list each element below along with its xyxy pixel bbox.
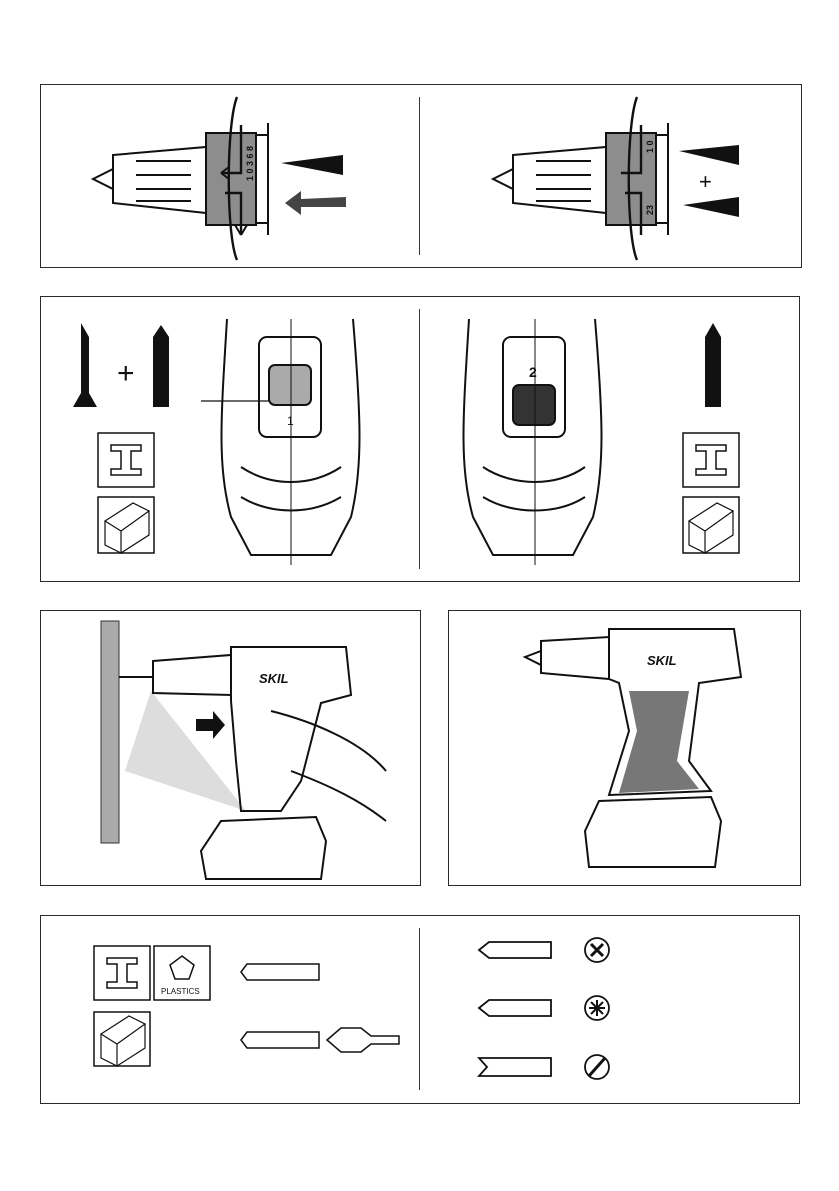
wall-icon [101,621,119,843]
chuck-left-scale: 1 0 3 6 8 [245,146,255,181]
wood-material-icon-right [683,497,739,553]
light-beam [125,691,246,811]
metal-material-icon-bits [94,946,150,1000]
bits-left-illustration: PLASTICS [41,916,421,1105]
gear-panel: + 1 2 [40,296,800,582]
bits-right-illustration [421,916,801,1105]
drill-side-brand: SKIL [647,653,677,668]
chuck-right-scale-top: 1 0 [645,140,655,153]
chuck-right-scale-bottom: 23 [645,205,655,215]
drill-use-brand: SKIL [259,671,289,686]
hammer-mode-icon [281,155,343,175]
spade-bit-icon [327,1028,399,1052]
phillips-bit-icon [479,942,551,958]
screw-bit-icon-right [705,323,721,407]
wood-drill-bit-icon [241,1032,319,1048]
chuck-right-illustration: 1 0 23 + [421,85,801,269]
press-arrow-icon [196,711,225,739]
slotted-bit-icon [479,1058,551,1076]
chuck-panel: 1 0 3 6 8 1 0 23 + [40,84,802,268]
drill-bit-icon [73,323,97,407]
drill-mode-icon [679,145,739,165]
pozidriv-bit-icon [479,1000,551,1016]
chuck-left-illustration: 1 0 3 6 8 [41,85,421,269]
gear-left-plus: + [117,357,135,390]
bits-panel: PLASTICS [40,915,800,1104]
drill-use-illustration: SKIL [41,611,422,887]
screw-bit-icon [153,325,169,407]
drill-side-illustration: SKIL [449,611,802,887]
gear-switch-label-2: 2 [529,364,537,380]
drill-handle-grip [619,691,699,793]
drill-top-view-left [201,319,360,565]
wood-material-icon [98,497,154,553]
gear-left-illustration: + 1 [41,297,421,583]
screw-mode-icon [683,197,739,217]
gear-switch-label-1: 1 [287,414,294,428]
plastics-label: PLASTICS [161,987,200,996]
gear-right-illustration: 2 [421,297,801,583]
drill-top-view-right [464,319,602,565]
metal-material-icon-right [683,433,739,487]
twist-drill-bit-icon [241,964,319,980]
drill-use-panel: SKIL [40,610,421,886]
metal-material-icon [98,433,154,487]
chuck-plus-sign: + [699,169,712,194]
push-arrow-icon [285,191,346,215]
drill-side-panel: SKIL [448,610,801,886]
